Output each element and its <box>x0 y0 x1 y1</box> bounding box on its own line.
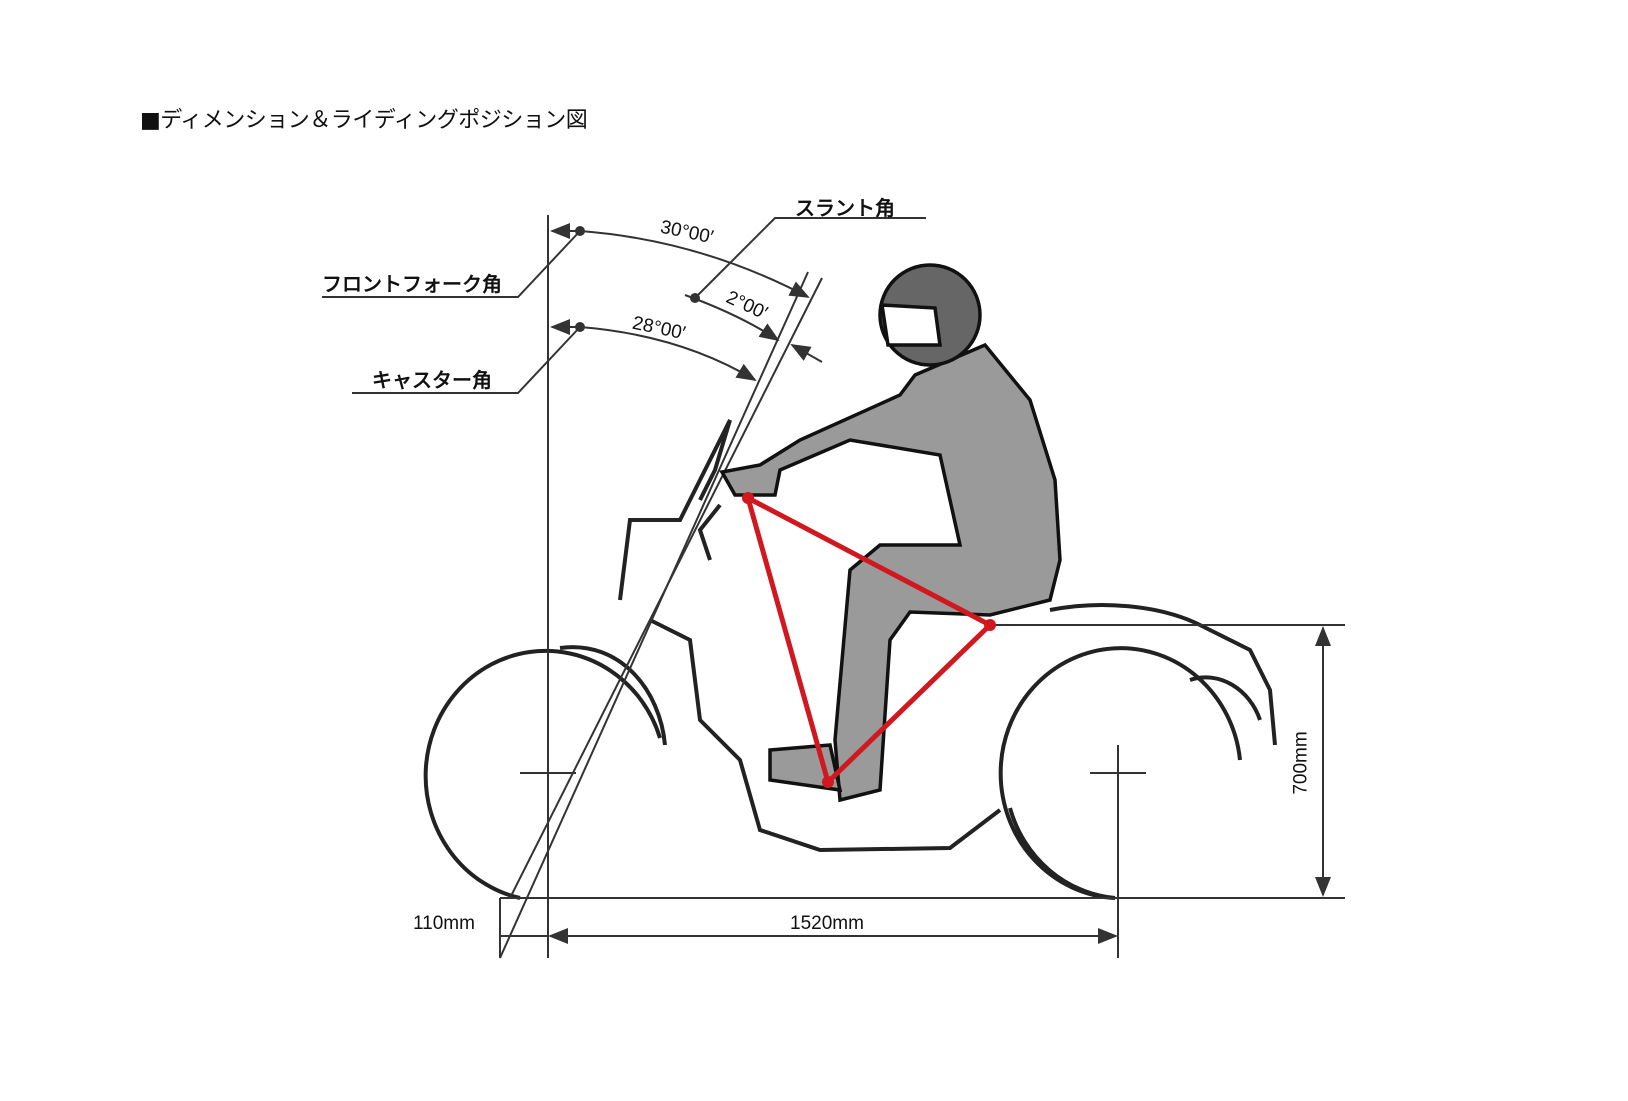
handlebar-point <box>742 492 754 504</box>
wheelbase-value: 1520mm <box>790 913 864 934</box>
seat-point <box>984 619 996 631</box>
footpeg-point <box>822 776 834 788</box>
front-fork-line <box>509 277 823 899</box>
trail-value: 110mm <box>413 913 475 934</box>
front-fork-angle-label: フロントフォーク角 <box>322 272 502 296</box>
motorcycle-outline <box>423 419 1277 900</box>
seat-height-value: 700mm <box>1290 731 1312 795</box>
slant-angle-label: スラント角 <box>795 196 895 220</box>
caster-angle-arc <box>579 326 757 382</box>
page-title: ■ディメンション＆ライディングポジション図 <box>140 108 588 133</box>
steering-axis-line <box>499 271 809 959</box>
caster-angle-label: キャスター角 <box>372 368 492 392</box>
front-fork-angle-arc <box>579 230 810 298</box>
riding-position-triangle <box>742 492 996 788</box>
